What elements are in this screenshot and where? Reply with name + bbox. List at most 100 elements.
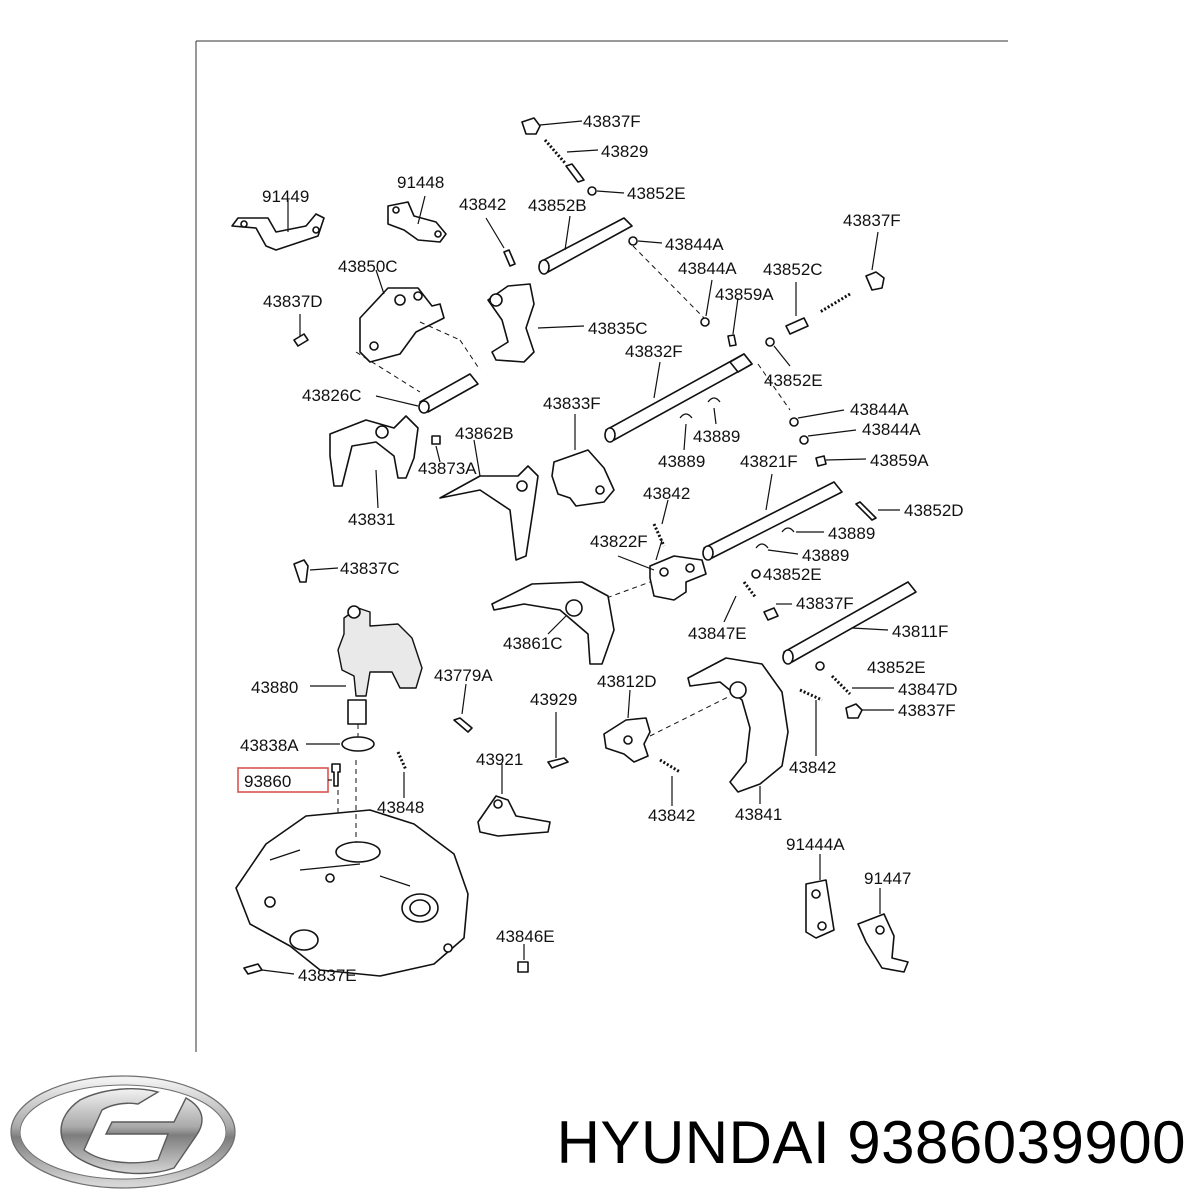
part-fork-43862B	[439, 465, 539, 561]
hyundai-logo	[10, 1075, 236, 1189]
label-43852E-top: 43852E	[627, 184, 686, 203]
part-bolt-43837F-top	[521, 117, 541, 135]
part-number: 9386039900	[847, 1109, 1186, 1176]
label-43859A-a: 43859A	[715, 285, 774, 304]
label-43832F: 43832F	[625, 342, 683, 361]
label-43852E-c: 43852E	[763, 565, 822, 584]
part-ball-43852E	[587, 186, 597, 196]
part-clip-43889-b	[707, 397, 721, 403]
part-switch-93860	[331, 763, 341, 787]
part-spring-43847D	[830, 674, 852, 696]
label-43841: 43841	[735, 805, 782, 824]
label-91449: 91449	[262, 187, 309, 206]
label-43837F-c: 43837F	[796, 594, 854, 613]
part-plug-43873A	[431, 435, 441, 445]
label-43921: 43921	[476, 750, 523, 769]
label-43847E: 43847E	[688, 624, 747, 643]
label-43873A: 43873A	[418, 459, 477, 478]
part-spring-right	[819, 292, 851, 314]
part-oring-43838A	[341, 736, 375, 752]
part-bolt-43837C	[293, 559, 309, 583]
label-43844A-c: 43844A	[850, 400, 909, 419]
part-ball-43852E-b	[765, 337, 775, 347]
label-43889-d: 43889	[802, 546, 849, 565]
part-bracket-91444A	[805, 879, 835, 939]
part-pin-43852D	[855, 501, 877, 521]
part-spring-43829	[543, 139, 567, 164]
part-ball-43852E-d	[815, 661, 825, 671]
exploded-parts-diagram: 43837F 43829 43852E 91449 91448 43842 43…	[195, 40, 1008, 1052]
part-transmission-case	[235, 809, 469, 977]
part-ball-43844A	[628, 236, 638, 246]
label-43852E-d: 43852E	[867, 658, 926, 677]
label-43880: 43880	[251, 678, 298, 697]
label-43831: 43831	[348, 510, 395, 529]
part-clip-43889-c	[781, 527, 795, 533]
label-43837F-right: 43837F	[843, 211, 901, 230]
label-43850C: 43850C	[338, 257, 398, 276]
part-lug-43833F	[551, 449, 615, 507]
part-plate-43929	[547, 757, 569, 769]
label-43889-b: 43889	[658, 452, 705, 471]
label-43779A: 43779A	[434, 666, 493, 685]
label-43829: 43829	[601, 142, 648, 161]
part-clip-43889-d	[755, 543, 769, 549]
label-43847D: 43847D	[898, 680, 958, 699]
label-43861C: 43861C	[503, 634, 563, 653]
label-43846E: 43846E	[496, 927, 555, 946]
label-43837D: 43837D	[263, 292, 323, 311]
part-pin-43852C	[785, 317, 809, 335]
label-43842-b: 43842	[643, 484, 690, 503]
label-43862B: 43862B	[455, 424, 514, 443]
label-43844A-a: 43844A	[665, 235, 724, 254]
part-spring-43848	[396, 751, 408, 771]
label-43842-a: 43842	[459, 195, 506, 214]
label-43844A-d: 43844A	[862, 420, 921, 439]
part-lever-43812D	[603, 717, 651, 763]
label-43929: 43929	[530, 690, 577, 709]
part-pin-43779A	[453, 717, 473, 733]
label-43833F: 43833F	[543, 394, 601, 413]
part-cover-43841	[687, 657, 789, 793]
label-91448: 91448	[397, 173, 444, 192]
label-43837F-top: 43837F	[583, 112, 641, 131]
part-spring-43842-d	[659, 758, 681, 774]
label-43842-d: 43842	[648, 806, 695, 825]
part-bracket-91448	[387, 201, 447, 243]
label-43826C: 43826C	[302, 386, 362, 405]
part-ball-43844A-c	[789, 417, 799, 427]
part-pin-small	[565, 163, 585, 183]
part-ball-43844A-d	[799, 435, 809, 445]
part-pin-43842	[503, 249, 516, 267]
label-43822F: 43822F	[590, 532, 648, 551]
label-43837C: 43837C	[340, 559, 400, 578]
label-43844A-b: 43844A	[678, 259, 737, 278]
part-bolt-43837F-c	[763, 607, 779, 621]
label-43852C: 43852C	[763, 260, 823, 279]
part-pin-43859A	[727, 334, 737, 347]
part-bolt-43837F-right	[865, 271, 885, 291]
part-bracket-91447	[857, 913, 909, 973]
part-shaft-43821F	[702, 481, 843, 561]
part-bracket-91449	[231, 213, 325, 251]
part-fork-43835C	[487, 283, 535, 363]
part-selector-43850C	[359, 287, 445, 363]
label-43859A-b: 43859A	[870, 451, 929, 470]
part-bracket-43921	[477, 795, 551, 837]
label-43838A: 43838A	[240, 736, 299, 755]
label-43889-c: 43889	[828, 524, 875, 543]
brand-part-number: HYUNDAI 9386039900	[557, 1108, 1186, 1177]
part-shaft-43852B	[538, 217, 633, 275]
part-plug-43846E	[517, 961, 529, 973]
part-ball-43852E-c	[751, 569, 761, 579]
label-43837E: 43837E	[298, 966, 357, 985]
label-91447: 91447	[864, 869, 911, 888]
part-spring-43842-c	[799, 688, 823, 702]
part-selector-43822F	[649, 555, 707, 601]
part-spring-43847E	[742, 581, 758, 599]
label-43852E-b: 43852E	[764, 371, 823, 390]
label-43852B: 43852B	[528, 196, 587, 215]
part-fork-43831	[329, 415, 419, 487]
part-ball-43844A-b	[700, 317, 710, 327]
